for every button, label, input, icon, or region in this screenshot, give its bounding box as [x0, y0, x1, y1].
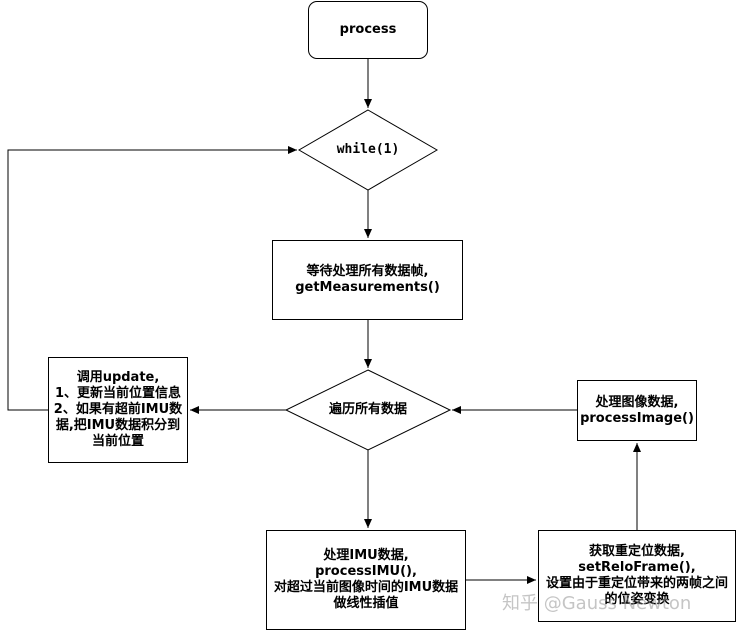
- process-image-line-2: processImage(): [580, 410, 694, 426]
- wait-measurements-node: 等待处理所有数据帧, getMeasurements(): [272, 240, 463, 320]
- process-image-line-1: 处理图像数据,: [595, 394, 679, 410]
- get-relo-line-2: setReloFrame(),: [578, 560, 696, 575]
- get-relo-line-3: 设置由于重定位带来的两帧之间: [545, 576, 728, 591]
- call-update-line-2: 1、更新当前位置信息: [54, 386, 182, 401]
- watermark-text: 知乎 @Gauss Newton: [502, 593, 692, 614]
- traverse-data-node: 遍历所有数据: [286, 370, 450, 450]
- while-loop-node: while(1): [299, 110, 437, 190]
- traverse-data-label: 遍历所有数据: [328, 402, 407, 417]
- wait-measurements-line-2: getMeasurements(): [295, 280, 440, 295]
- process-imu-node: 处理IMU数据, processIMU(), 对超过当前图像时间的IMU数据 做…: [266, 530, 466, 630]
- process-image-node: 处理图像数据, processImage(): [577, 380, 697, 441]
- get-relo-line-4: 的位姿变换: [604, 592, 670, 607]
- call-update-line-4: 据,把IMU数据积分到: [55, 418, 181, 433]
- call-update-line-3: 2、如果有超前IMU数: [53, 402, 183, 417]
- while-loop-label: while(1): [336, 142, 400, 157]
- call-update-line-5: 当前位置: [91, 434, 144, 449]
- process-imu-line-3: 对超过当前图像时间的IMU数据: [273, 580, 459, 595]
- wait-measurements-line-1: 等待处理所有数据帧,: [306, 264, 429, 279]
- process-imu-line-2: processIMU(),: [315, 564, 417, 579]
- process-imu-line-4: 做线性插值: [333, 596, 399, 611]
- process-node: process: [308, 1, 428, 59]
- process-imu-line-1: 处理IMU数据,: [323, 548, 409, 563]
- process-node-label: process: [339, 22, 397, 37]
- edge-update-to-while: [7, 146, 297, 411]
- get-relo-node: 获取重定位数据, setReloFrame(), 设置由于重定位带来的两帧之间 …: [538, 530, 736, 622]
- call-update-node: 调用update, 1、更新当前位置信息 2、如果有超前IMU数 据,把IMU数…: [48, 357, 188, 463]
- get-relo-line-1: 获取重定位数据,: [589, 544, 685, 559]
- call-update-line-1: 调用update,: [76, 370, 160, 385]
